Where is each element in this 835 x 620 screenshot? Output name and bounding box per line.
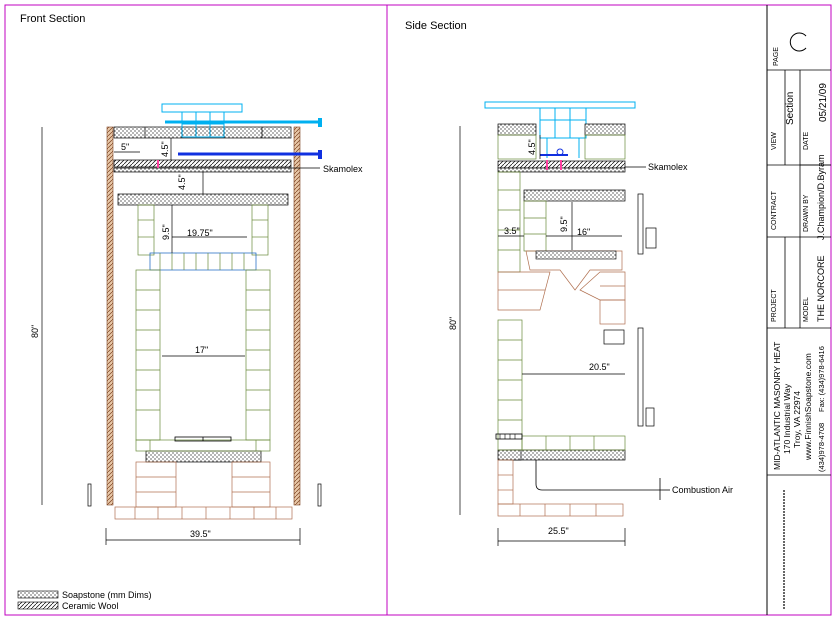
front-right-wool xyxy=(293,126,301,506)
model-value: THE NORCORE xyxy=(816,255,826,322)
side-dim-16: 16" xyxy=(577,227,590,237)
front-dim-39-5: 39.5" xyxy=(190,529,211,539)
front-dim-9-5: 9.5" xyxy=(161,224,171,240)
drawn-by-label: DRAWN BY xyxy=(803,194,810,232)
legend: Soapstone (mm Dims) Ceramic Wool xyxy=(17,590,152,611)
side-dim-4-5: 4.5" xyxy=(527,139,537,155)
date-value: 05/21/09 xyxy=(818,83,829,122)
legend-ceramic-wool: Ceramic Wool xyxy=(62,601,118,611)
legend-soapstone: Soapstone (mm Dims) xyxy=(62,590,152,600)
side-section-title: Side Section xyxy=(405,20,467,32)
side-dim-25-5: 25.5" xyxy=(548,526,569,536)
side-baffle xyxy=(497,250,626,517)
front-dim-4-5-b: 4.5" xyxy=(177,174,187,190)
front-dim-80: 80" xyxy=(30,325,40,338)
company-phone: (434)978-4708 xyxy=(817,423,826,472)
page-letter-mark xyxy=(789,32,807,52)
front-section-title: Front Section xyxy=(20,13,85,25)
company-fax: Fax: (434)978-6416 xyxy=(817,346,826,412)
side-door-hardware xyxy=(603,193,657,427)
side-firebrick xyxy=(497,134,626,451)
front-firebrick xyxy=(135,204,271,452)
company-website: www.FinnishSoapstone.com xyxy=(803,353,813,461)
front-dim-17: 17" xyxy=(195,345,208,355)
side-dim-9-5: 9.5" xyxy=(559,216,569,232)
ceramic-wool-swatch xyxy=(17,601,59,610)
company-address-1: 170 Industrial Way xyxy=(782,383,792,454)
front-base-brick xyxy=(114,461,293,520)
contract-label: CONTRACT xyxy=(771,190,778,230)
page-label: PAGE xyxy=(773,47,780,66)
view-value: Section xyxy=(785,92,796,125)
view-label: VIEW xyxy=(771,132,778,150)
front-left-wool xyxy=(106,126,114,506)
date-label: DATE xyxy=(803,132,810,150)
sheet-border xyxy=(4,4,832,616)
title-block xyxy=(767,32,831,476)
side-dim-20-5: 20.5" xyxy=(589,362,610,372)
model-label: MODEL xyxy=(803,297,810,322)
project-label: PROJECT xyxy=(771,289,778,322)
side-skamolex-label: Skamolex xyxy=(648,162,688,172)
company-address-2: Troy, VA 22974 xyxy=(792,391,802,448)
side-dim-3-5: 3.5" xyxy=(504,226,520,236)
front-dim-5: 5" xyxy=(121,142,129,152)
front-section: Front Section xyxy=(20,13,363,545)
side-section: Side Section xyxy=(405,20,733,546)
front-skamolex-label: Skamolex xyxy=(323,164,363,174)
front-top-cyan xyxy=(161,103,243,138)
company-name: MID-ATLANTIC MASONRY HEAT xyxy=(772,342,782,470)
front-dim-4-5-a: 4.5" xyxy=(160,141,170,157)
front-dim-19-75: 19.75" xyxy=(187,228,213,238)
drawn-by-value: J.Champion/D.Byram xyxy=(816,154,826,240)
title-block-text: PAGE VIEW Section DATE 05/21/09 CONTRACT… xyxy=(771,47,829,472)
side-dim-80: 80" xyxy=(448,317,458,330)
soapstone-swatch xyxy=(17,590,59,599)
combustion-air-label: Combustion Air xyxy=(672,485,733,495)
